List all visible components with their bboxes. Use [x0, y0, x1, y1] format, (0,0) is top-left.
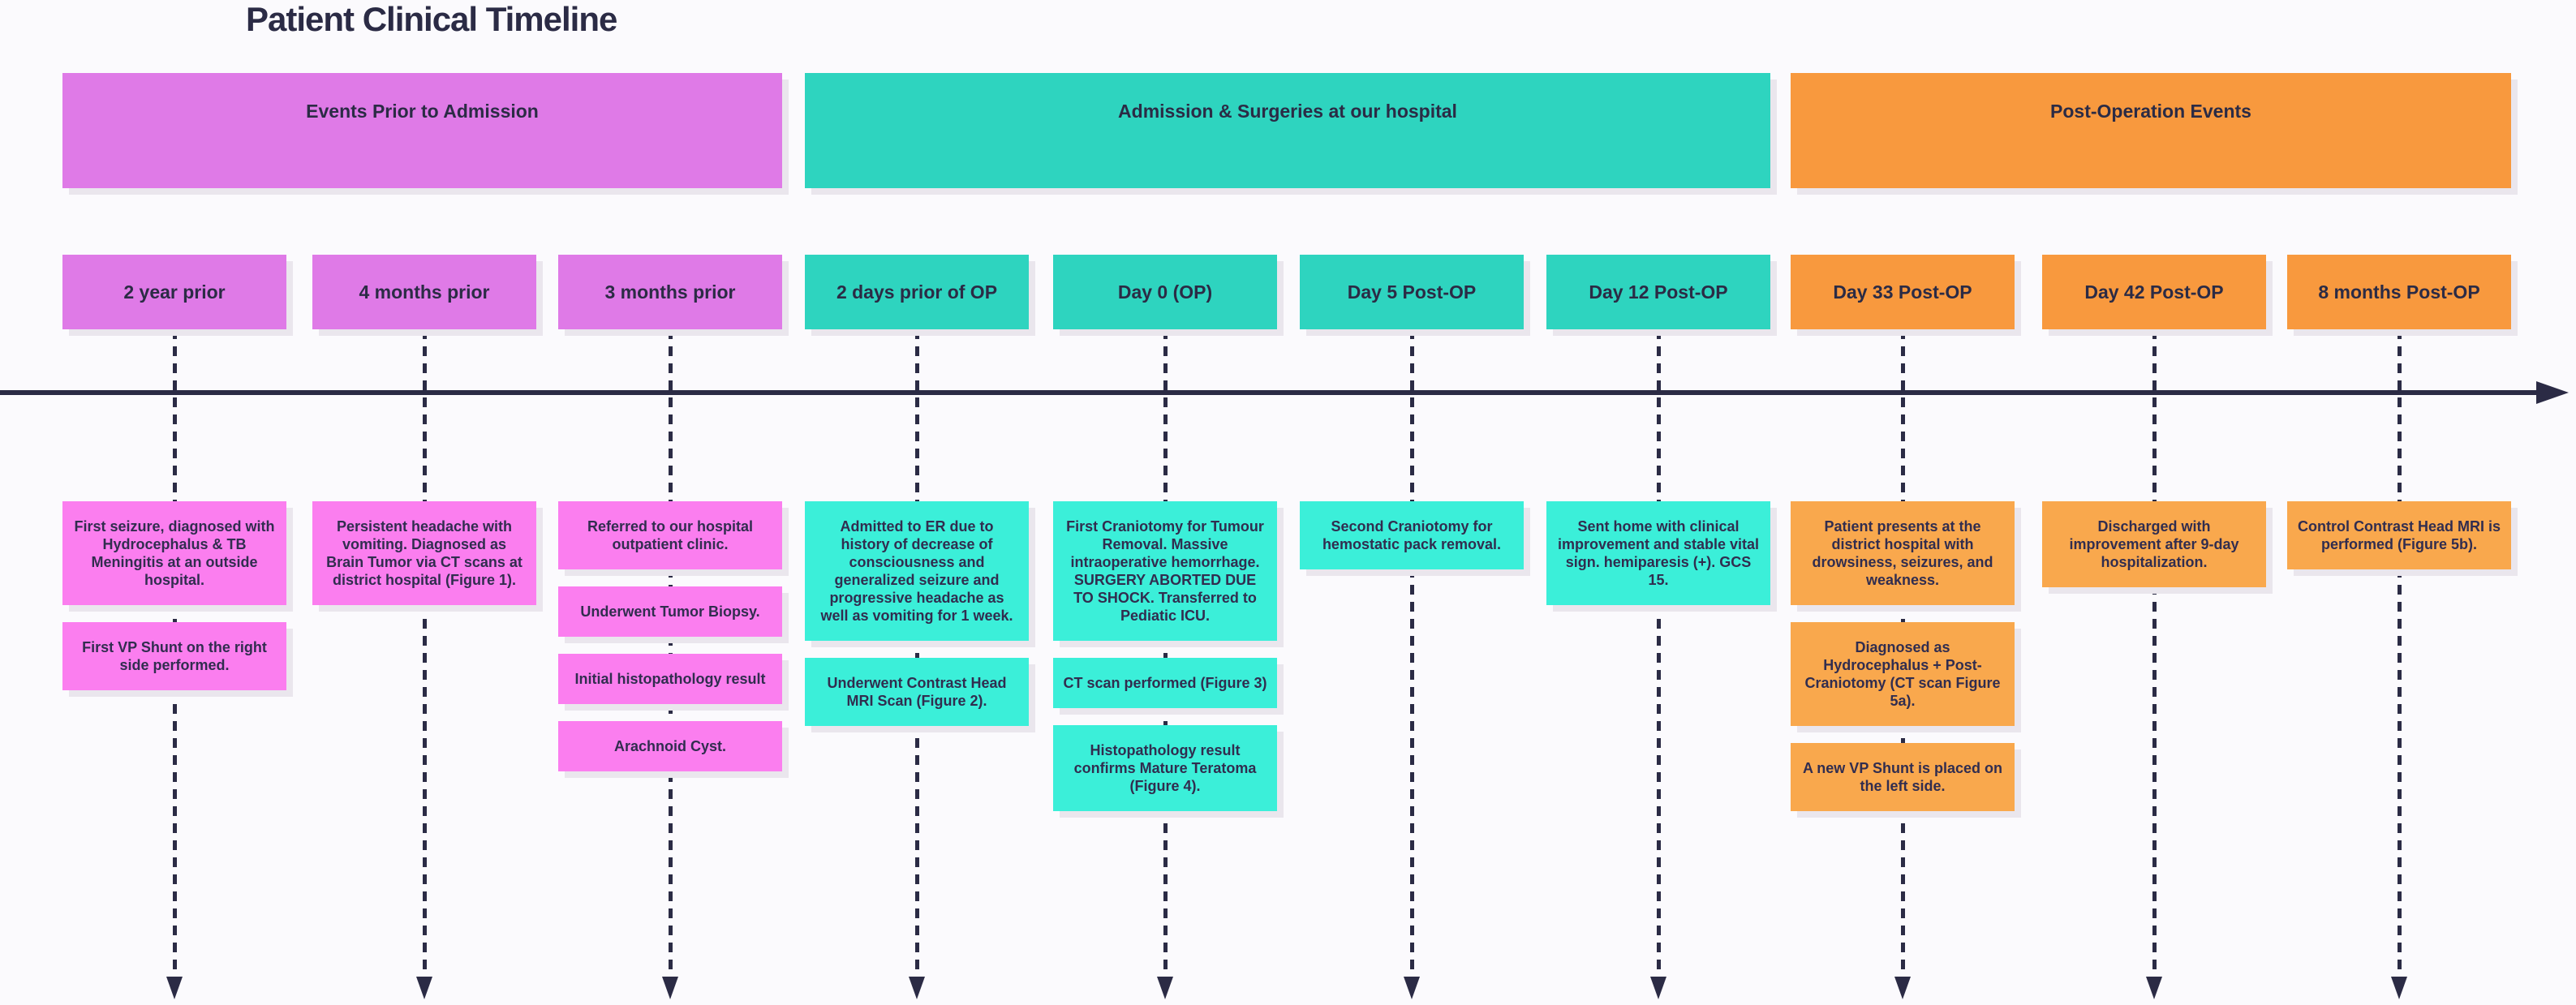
timeline-axis-arrow-icon	[2536, 381, 2569, 404]
page-title: Patient Clinical Timeline	[246, 0, 617, 38]
timeline-date-box: Day 12 Post-OP	[1546, 255, 1770, 329]
event-card: Underwent Contrast Head MRI Scan (Figure…	[805, 658, 1029, 726]
down-arrow-icon	[1157, 977, 1173, 999]
down-arrow-icon	[1404, 977, 1420, 999]
down-arrow-icon	[1650, 977, 1666, 999]
event-card: Patient presents at the district hospita…	[1791, 501, 2015, 605]
down-arrow-icon	[1894, 977, 1911, 999]
down-arrow-icon	[2146, 977, 2162, 999]
event-card: Admitted to ER due to history of decreas…	[805, 501, 1029, 641]
events-stack: Second Craniotomy for hemostatic pack re…	[1300, 501, 1524, 569]
dashed-connector	[1409, 329, 1414, 978]
down-arrow-icon	[662, 977, 678, 999]
event-card: Arachnoid Cyst.	[558, 721, 782, 771]
dashed-connector	[2397, 329, 2402, 978]
event-card: Control Contrast Head MRI is performed (…	[2287, 501, 2511, 569]
dashed-connector	[1163, 329, 1168, 978]
event-card: A new VP Shunt is placed on the left sid…	[1791, 743, 2015, 811]
events-stack: Referred to our hospital outpatient clin…	[558, 501, 782, 771]
timeline-date-box: 8 months Post-OP	[2287, 255, 2511, 329]
down-arrow-icon	[909, 977, 925, 999]
dashed-connector	[914, 329, 919, 978]
phase-header-events-prior-to-admission: Events Prior to Admission	[62, 73, 782, 188]
event-card: Diagnosed as Hydrocephalus + Post-Cranio…	[1791, 622, 2015, 726]
events-stack: Admitted to ER due to history of decreas…	[805, 501, 1029, 726]
events-stack: Persistent headache with vomiting. Diagn…	[312, 501, 536, 605]
events-stack: Patient presents at the district hospita…	[1791, 501, 2015, 811]
event-card: Referred to our hospital outpatient clin…	[558, 501, 782, 569]
dashed-connector	[1656, 329, 1661, 978]
dashed-connector	[2152, 329, 2157, 978]
event-card: First VP Shunt on the right side perform…	[62, 622, 286, 690]
timeline-date-box: 3 months prior	[558, 255, 782, 329]
event-card: Second Craniotomy for hemostatic pack re…	[1300, 501, 1524, 569]
events-stack: First seizure, diagnosed with Hydrocepha…	[62, 501, 286, 690]
events-stack: Control Contrast Head MRI is performed (…	[2287, 501, 2511, 569]
timeline-date-box: Day 0 (OP)	[1053, 255, 1277, 329]
dashed-connector	[422, 329, 427, 978]
phase-header-admission-and-surgeries: Admission & Surgeries at our hospital	[805, 73, 1770, 188]
timeline-date-box: 4 months prior	[312, 255, 536, 329]
event-card: First seizure, diagnosed with Hydrocepha…	[62, 501, 286, 605]
events-stack: Discharged with improvement after 9-day …	[2042, 501, 2266, 587]
timeline-date-box: Day 33 Post-OP	[1791, 255, 2015, 329]
event-card: First Craniotomy for Tumour Removal. Mas…	[1053, 501, 1277, 641]
down-arrow-icon	[166, 977, 183, 999]
timeline-date-box: 2 year prior	[62, 255, 286, 329]
down-arrow-icon	[416, 977, 432, 999]
event-card: CT scan performed (Figure 3)	[1053, 658, 1277, 708]
events-stack: First Craniotomy for Tumour Removal. Mas…	[1053, 501, 1277, 811]
event-card: Discharged with improvement after 9-day …	[2042, 501, 2266, 587]
phase-header-post-operation-events: Post-Operation Events	[1791, 73, 2511, 188]
timeline-axis	[0, 390, 2538, 395]
event-card: Underwent Tumor Biopsy.	[558, 586, 782, 637]
events-stack: Sent home with clinical improvement and …	[1546, 501, 1770, 605]
event-card: Histopathology result confirms Mature Te…	[1053, 725, 1277, 811]
timeline-date-box: Day 5 Post-OP	[1300, 255, 1524, 329]
timeline-date-box: Day 42 Post-OP	[2042, 255, 2266, 329]
event-card: Initial histopathology result	[558, 654, 782, 704]
event-card: Persistent headache with vomiting. Diagn…	[312, 501, 536, 605]
event-card: Sent home with clinical improvement and …	[1546, 501, 1770, 605]
timeline-date-box: 2 days prior of OP	[805, 255, 1029, 329]
down-arrow-icon	[2391, 977, 2407, 999]
